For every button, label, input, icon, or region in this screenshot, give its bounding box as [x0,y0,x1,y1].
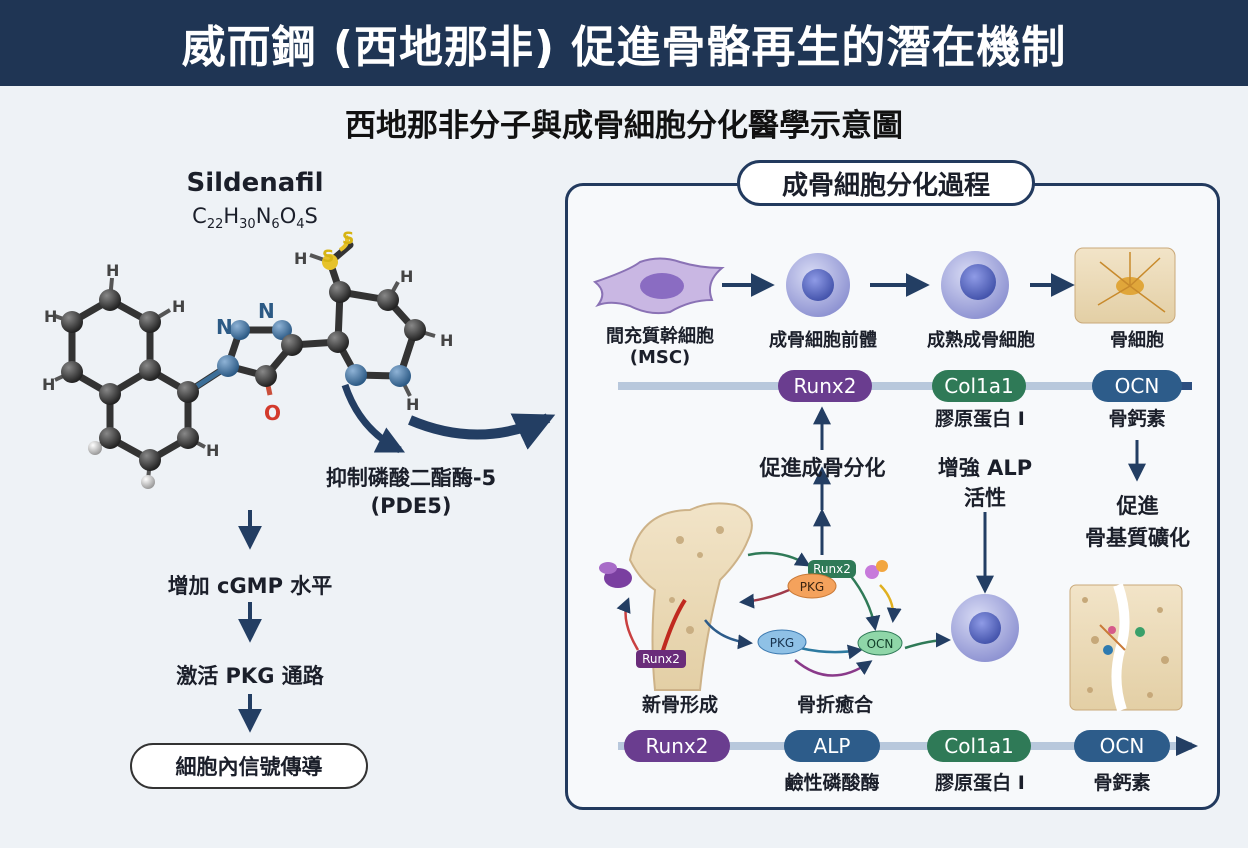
stage-msc-line1: 間充質幹細胞 [606,326,714,347]
pkg-step: 激活 PKG 通路 [176,664,324,688]
svg-text:H: H [406,395,419,414]
svg-text:PKG: PKG [800,580,824,594]
pde5-label-line1: 抑制磷酸二酯酶-5 [325,466,497,490]
promote-mineral-line2: 骨基質礦化 [1085,526,1190,550]
stage-precursor: 成骨細胞前體 [769,330,877,351]
page-title: 威而鋼 (西地那非) 促進骨骼再生的潛在機制 [181,22,1067,73]
svg-text:PKG: PKG [770,636,794,650]
enhance-alp-line2: 活性 [964,486,1006,510]
promote-osteo-label: 促進成骨分化 [759,456,886,480]
cgmp-step: 增加 cGMP 水平 [167,574,333,598]
pde5-label-line2: (PDE5) [370,494,452,518]
svg-text:H: H [44,307,57,326]
marker-ocn-bottom-sub: 骨鈣素 [1093,772,1151,794]
svg-text:N: N [258,299,275,323]
marker-col1a1-top-sub: 膠原蛋白 I [935,408,1025,430]
marker-col1a1-bottom-sub: 膠原蛋白 I [935,772,1025,794]
svg-text:Runx2: Runx2 [813,562,851,576]
svg-text:H: H [440,331,453,350]
molecule-formula: C22H30N6O4S [192,204,318,233]
fracture-healing-label: 骨折癒合 [796,694,873,716]
marker-runx2-top: Runx2 [778,370,872,402]
svg-text:H: H [294,249,307,268]
svg-text:OCN: OCN [867,637,894,651]
svg-text:H: H [106,261,119,280]
stage-mature: 成熟成骨細胞 [927,330,1035,351]
svg-text:O: O [264,401,281,425]
molecule-name: Sildenafil [186,168,324,198]
new-bone-label: 新骨形成 [641,694,718,716]
page-subtitle: 西地那非分子與成骨細胞分化醫學示意圖 [345,108,903,144]
svg-text:H: H [42,375,55,394]
svg-text:H: H [172,297,185,316]
svg-text:H: H [400,267,413,286]
marker-col1a1-top: Col1a1 [932,370,1026,402]
marker-ocn-top: OCN [1092,370,1182,402]
marker-col1a1-bottom: Col1a1 [927,730,1031,762]
enhance-alp-line1: 增強 ALP [937,456,1033,480]
svg-text:S: S [342,229,354,249]
marker-ocn-bottom: OCN [1074,730,1170,762]
stage-osteocyte: 骨細胞 [1110,330,1164,351]
panel-title: 成骨細胞分化過程 [737,160,1035,206]
svg-text:H: H [206,441,219,460]
marker-ocn-top-sub: 骨鈣素 [1108,408,1166,430]
svg-text:N: N [216,315,233,339]
stage-msc-line2: (MSC) [629,347,691,368]
marker-runx2-bottom: Runx2 [624,730,730,762]
signal-transduction-box: 細胞內信號傳導 [130,743,368,789]
marker-alp-bottom-sub: 鹼性磷酸酶 [784,772,880,794]
promote-mineral-line1: 促進 [1116,494,1159,518]
title-banner: 威而鋼 (西地那非) 促進骨骼再生的潛在機制 [0,0,1248,86]
svg-text:Runx2: Runx2 [642,652,680,666]
marker-alp-bottom: ALP [784,730,880,762]
svg-text:S: S [322,247,334,267]
